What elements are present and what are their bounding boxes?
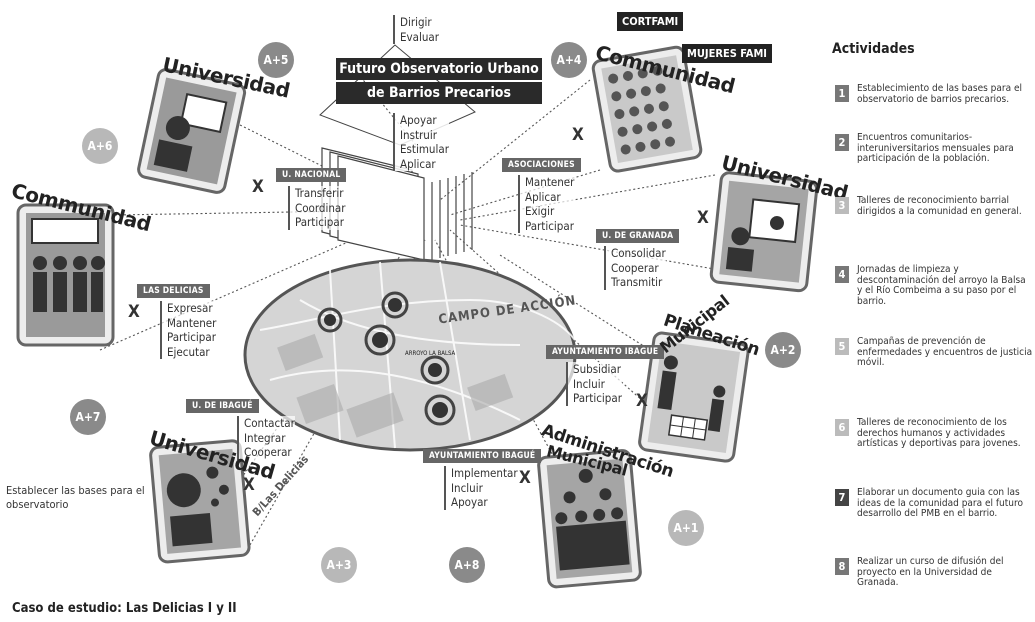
- badge-a5: A+5: [258, 42, 294, 78]
- action-subsidiar: Subsidiar: [573, 362, 621, 376]
- action-expresar: Expresar: [167, 301, 213, 315]
- arroyo-label: ARROYO LA BALSA: [405, 350, 456, 357]
- asociaciones-tag: ASOCIACIONES: [502, 158, 581, 172]
- cross-mark: X: [243, 475, 255, 495]
- action-contactar: Contactar: [244, 416, 295, 430]
- activity-number: 3: [835, 197, 849, 214]
- activity-text: Encuentros comunitarios-interuniversitar…: [857, 132, 1014, 164]
- action-transmitir: Transmitir: [611, 275, 663, 289]
- ayuntamiento-ibague-2-actions: Implementar Incluir Apoyar: [444, 466, 518, 510]
- action-mantener: Mantener: [167, 315, 217, 330]
- mujeres-fami-tag: MUJERES FAMI: [682, 44, 772, 63]
- activity-number: 4: [835, 266, 849, 283]
- action-cooperar: Cooperar: [611, 260, 659, 275]
- observatorio-banner-line2: de Barrios Precarios: [336, 82, 542, 104]
- cross-mark: X: [636, 391, 648, 411]
- action-dirigir: Dirigir: [400, 15, 432, 29]
- activity-number: 8: [835, 558, 849, 575]
- activity-text: Talleres de reconocimiento de los derech…: [857, 417, 1021, 449]
- action-incluir: Incluir: [451, 480, 483, 495]
- u-ibague-actions: Contactar Integrar Cooperar: [237, 416, 295, 460]
- action-estimular: Estimular: [400, 142, 449, 156]
- u-nacional-tag: U. NACIONAL: [276, 168, 347, 182]
- activity-number: 2: [835, 134, 849, 151]
- activity-text: Elaborar un documento guia con las ideas…: [857, 487, 1023, 519]
- observatorio-banner-line1: Futuro Observatorio Urbano: [336, 58, 542, 80]
- action-ejecutar: Ejecutar: [167, 344, 210, 359]
- badge-a7: A+7: [70, 399, 106, 435]
- activity-item: 5 Campañas de prevención de enfermedades…: [835, 336, 1033, 369]
- u-granada-tag: U. DE GRANADA: [596, 229, 680, 243]
- activity-item: 8 Realizar un curso de difusión del proy…: [835, 556, 1033, 589]
- cross-mark: X: [572, 125, 584, 145]
- activity-item: 2 Encuentros comunitarios-interuniversit…: [835, 132, 1033, 165]
- cross-mark: X: [252, 177, 264, 197]
- action-coordinar: Coordinar: [295, 200, 346, 215]
- action-evaluar: Evaluar: [400, 29, 440, 44]
- las-delicias-tag: LAS DELICIAS: [137, 284, 210, 298]
- ayuntamiento-ibague-actions: Subsidiar Incluir Participar: [566, 362, 622, 406]
- activity-item: 6 Talleres de reconocimiento de los dere…: [835, 417, 1033, 450]
- action-mantener: Mantener: [525, 175, 575, 189]
- action-cooperar: Cooperar: [244, 445, 292, 459]
- action-integrar: Integrar: [244, 430, 286, 445]
- action-aplicar: Aplicar: [400, 156, 436, 171]
- caption-text: Establecer las bases para el observatori…: [6, 484, 145, 511]
- action-participar: Participar: [167, 330, 216, 344]
- cross-mark: X: [519, 468, 531, 488]
- ayuntamiento-ibague-2-tag: AYUNTAMIENTO IBAGUÉ: [423, 449, 542, 463]
- cortfami-tag: CORTFAMI: [617, 12, 684, 31]
- action-transferir: Transferir: [295, 186, 344, 200]
- badge-a1: A+1: [668, 510, 704, 546]
- ayuntamiento-ibague-tag: AYUNTAMIENTO IBAGUE: [546, 345, 665, 359]
- activity-text: Jornadas de limpieza y descontaminación …: [857, 264, 1026, 307]
- action-participar: Participar: [573, 391, 622, 405]
- activity-item: 7 Elaborar un documento guia con las ide…: [835, 487, 1033, 520]
- action-apoyar: Apoyar: [400, 113, 437, 127]
- action-aplicar: Aplicar: [525, 189, 561, 204]
- activity-number: 6: [835, 419, 849, 436]
- action-exigir: Exigir: [525, 204, 555, 218]
- action-participar: Participar: [295, 215, 344, 229]
- activity-number: 1: [835, 85, 849, 102]
- action-consolidar: Consolidar: [611, 246, 666, 260]
- cross-mark: X: [697, 208, 709, 228]
- activity-text: Realizar un curso de difusión del proyec…: [857, 556, 1004, 588]
- activity-text: Campañas de prevención de enfermedades y…: [857, 336, 1033, 368]
- footer-title: Caso de estudio: Las Delicias I y II: [12, 601, 237, 616]
- badge-a3: A+3: [321, 547, 357, 583]
- activity-item: 4 Jornadas de limpieza y descontaminació…: [835, 264, 1033, 307]
- activity-item: 1 Establecimiento de las bases para el o…: [835, 83, 1033, 105]
- activity-number: 7: [835, 489, 849, 506]
- action-participar: Participar: [525, 218, 574, 233]
- badge-a2: A+2: [765, 332, 801, 368]
- action-incluir: Incluir: [573, 376, 605, 391]
- center-bottom-actions: Apoyar Instruir Estimular Aplicar: [393, 113, 449, 171]
- u-granada-actions: Consolidar Cooperar Transmitir: [604, 246, 666, 290]
- activity-number: 5: [835, 338, 849, 355]
- badge-a8: A+8: [449, 547, 485, 583]
- badge-a6: A+6: [82, 128, 118, 164]
- las-delicias-actions: Expresar Mantener Participar Ejecutar: [160, 301, 217, 359]
- action-instruir: Instruir: [400, 127, 437, 142]
- activity-text: Establecimiento de las bases para el obs…: [857, 83, 1022, 105]
- center-top-actions: Dirigir Evaluar: [393, 15, 439, 44]
- u-nacional-actions: Transferir Coordinar Participar: [288, 186, 346, 230]
- u-ibague-tag: U. DE IBAGUÉ: [186, 399, 259, 413]
- activity-item: 3 Talleres de reconocimiento barrial dir…: [835, 195, 1033, 217]
- badge-a4: A+4: [551, 42, 587, 78]
- activities-title: Actividades: [832, 41, 915, 57]
- action-apoyar: Apoyar: [451, 495, 488, 509]
- cross-mark: X: [128, 302, 140, 322]
- asociaciones-actions: Mantener Aplicar Exigir Participar: [518, 175, 575, 233]
- activity-text: Talleres de reconocimiento barrial dirig…: [857, 195, 1022, 217]
- action-implementar: Implementar: [451, 466, 518, 480]
